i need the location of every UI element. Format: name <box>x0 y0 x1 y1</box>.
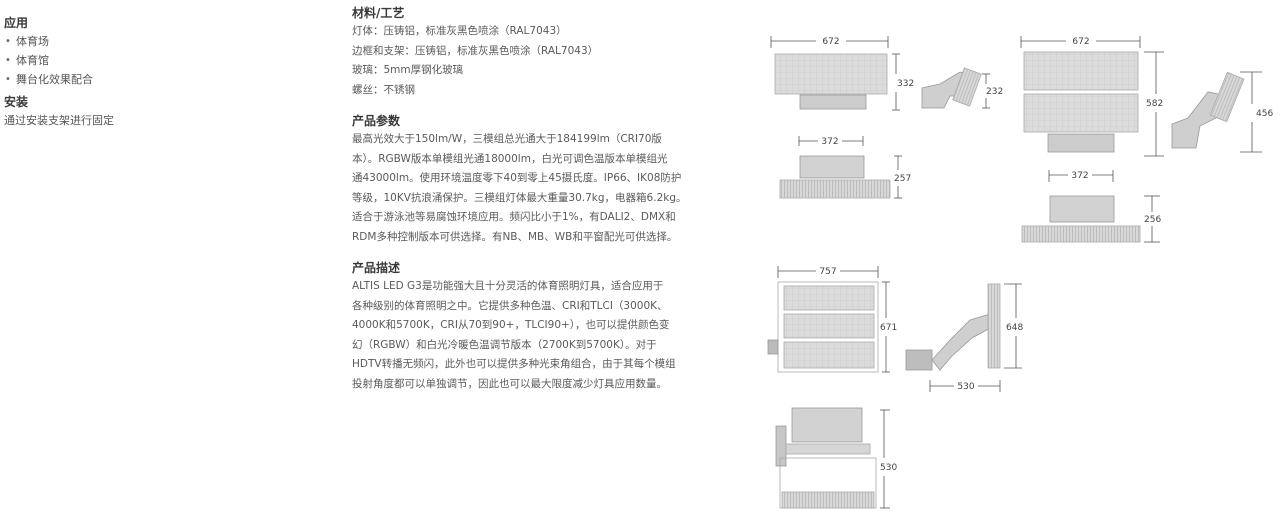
middle-column: 材料/工艺 灯体：压铸铝，标准灰黑色喷涂（RAL7043） 边框和支架：压铸铝，… <box>352 4 692 406</box>
dim-label: 256 <box>1144 215 1161 225</box>
dim-label: 648 <box>1006 323 1023 333</box>
description-heading: 产品描述 <box>352 261 401 275</box>
description-line: 幻（RGBW）和白光冷暖色温调节版本（2700K到5700K）。对于 <box>352 338 657 351</box>
description-line: 各种级别的体育照明之中。它提供多种色温、CRI和TLCI（3000K、 <box>352 299 668 312</box>
parameters-line: RDM多种控制版本可供选择。有NB、MB、WB和平窗配光可供选择。 <box>352 230 678 243</box>
dim-label: 757 <box>819 267 836 277</box>
list-item: 体育场 <box>4 32 304 51</box>
dim-label: 530 <box>880 463 897 473</box>
installation-heading: 安装 <box>4 95 29 109</box>
dim-label: 372 <box>821 137 838 147</box>
drawing-4-top <box>775 407 890 509</box>
materials-section: 材料/工艺 灯体：压铸铝，标准灰黑色喷涂（RAL7043） 边框和支架：压铸铝，… <box>352 4 692 100</box>
application-heading: 应用 <box>4 16 29 30</box>
drawing-1-front <box>770 36 900 111</box>
list-item: 舞台化效果配合 <box>4 70 304 89</box>
description-line: 4000K和5700K，CRI从70到90+，TLCI90+），也可以提供颜色变 <box>352 319 670 331</box>
drawing-1-side <box>921 67 990 109</box>
parameters-section: 产品参数 最高光效大于150lm/W，三模组总光通大于184199lm（CRI7… <box>352 112 692 247</box>
parameters-line: 适合于游泳池等易腐蚀环境应用。频闪比小于1%，有DALI2、DMX和 <box>352 211 676 223</box>
drawing-1-top <box>779 136 902 199</box>
materials-heading: 材料/工艺 <box>352 6 405 20</box>
drawing-3-side <box>905 283 1022 392</box>
dim-label: 582 <box>1146 99 1163 109</box>
parameters-heading: 产品参数 <box>352 114 401 128</box>
drawing-3-front <box>767 266 890 373</box>
description-line: ALTIS LED G3是功能强大且十分灵活的体育照明灯具，适合应用于 <box>352 280 664 292</box>
parameters-line: 本）。RGBW版本单模组光通18000lm，白光可调色温版本单模组光 <box>352 152 668 165</box>
materials-line: 灯体：压铸铝，标准灰黑色喷涂（RAL7043） <box>352 25 567 37</box>
drawing-2-front <box>1020 36 1164 157</box>
dim-label: 671 <box>880 323 897 333</box>
dim-label: 672 <box>822 37 839 47</box>
drawing-2-side <box>1171 71 1262 153</box>
dim-label: 456 <box>1256 109 1273 119</box>
left-column: 应用 体育场 体育馆 舞台化效果配合 安装 通过安装支架进行固定 <box>4 14 304 130</box>
parameters-line: 最高光效大于150lm/W，三模组总光通大于184199lm（CRI70版 <box>352 133 662 145</box>
materials-line: 玻璃：5mm厚钢化玻璃 <box>352 64 464 76</box>
dim-label: 257 <box>894 174 911 184</box>
dim-label: 530 <box>957 382 974 392</box>
list-item: 体育馆 <box>4 51 304 70</box>
materials-line: 螺丝：不锈钢 <box>352 83 415 96</box>
dim-label: 372 <box>1071 171 1088 181</box>
drawing-2-top <box>1021 170 1160 243</box>
installation-text: 通过安装支架进行固定 <box>4 114 114 127</box>
application-list: 体育场 体育馆 舞台化效果配合 <box>4 32 304 89</box>
dim-label: 672 <box>1072 37 1089 47</box>
dim-label: 232 <box>986 87 1003 97</box>
description-section: 产品描述 ALTIS LED G3是功能强大且十分灵活的体育照明灯具，适合应用于… <box>352 259 692 394</box>
description-line: HDTV转播无频闪，此外也可以提供多种光束角组合，由于其每个模组 <box>352 358 676 370</box>
description-line: 投射角度都可以单独调节，因此也可以最大限度减少灯具应用数量。 <box>352 377 667 390</box>
parameters-line: 等级，10KV抗浪涌保护。三模组灯体最大重量30.7kg，电器箱6.2kg。 <box>352 191 687 204</box>
parameters-line: 通43000lm。使用环境温度零下40到零上45摄氏度。IP66、IK08防护 <box>352 172 682 184</box>
materials-line: 边框和支架：压铸铝，标准灰黑色喷涂（RAL7043） <box>352 44 599 57</box>
dim-label: 332 <box>897 79 914 89</box>
